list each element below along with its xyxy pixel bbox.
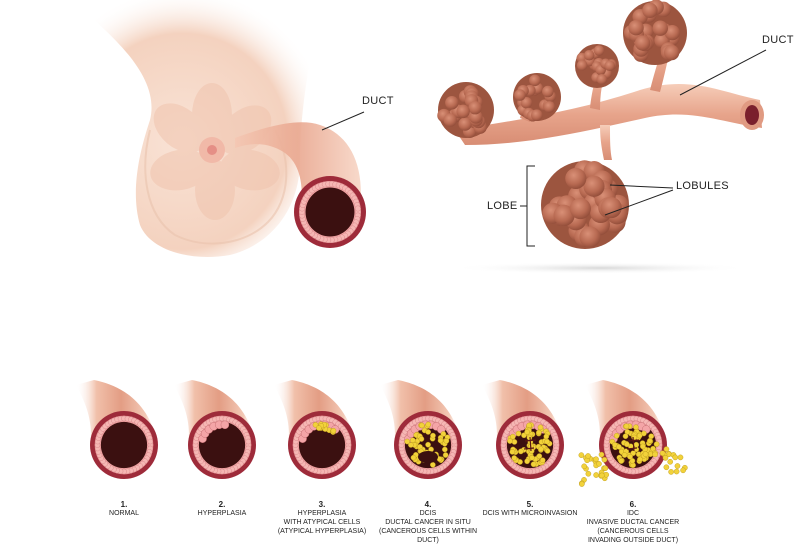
stage-1-caption: 1.NORMAL bbox=[64, 500, 184, 518]
stage-6-illustration bbox=[578, 380, 688, 487]
stage-3-caption: 3.HYPERPLASIA WITH ATYPICAL CELLS (ATYPICA… bbox=[262, 500, 382, 536]
stage-caption-line: (CANCEROUS CELLS bbox=[597, 528, 669, 535]
stage-1-ring bbox=[90, 411, 158, 479]
stage-5-caption: 5.DCIS WITH MICROINVASION bbox=[470, 500, 590, 518]
stage-4-illustration bbox=[380, 380, 462, 479]
stage-2-illustration bbox=[174, 380, 256, 479]
label-lobules: LOBULES bbox=[676, 180, 729, 192]
stage-5-illustration bbox=[482, 380, 564, 479]
leader-duct-left bbox=[321, 111, 365, 131]
label-duct-right: DUCT bbox=[762, 34, 794, 46]
stage-caption-line: HYPERPLASIA bbox=[297, 510, 347, 517]
lobe-shadow bbox=[450, 262, 750, 274]
stage-caption-line: NORMAL bbox=[109, 510, 139, 517]
stage-6-caption: 6.IDC INVASIVE DUCTAL CANCER (CANCEROUS CE… bbox=[573, 500, 693, 545]
stage-progression bbox=[76, 380, 688, 487]
lobe-bracket bbox=[526, 165, 535, 247]
main-duct bbox=[455, 84, 762, 145]
lobule-2 bbox=[513, 73, 561, 122]
stage-1-illustration bbox=[76, 380, 158, 479]
stage-2-ring bbox=[188, 411, 256, 479]
nipple bbox=[207, 145, 217, 155]
stage-3-illustration bbox=[274, 380, 356, 479]
stage-number: 3. bbox=[318, 500, 326, 509]
lobule-1 bbox=[437, 82, 494, 138]
stage-caption-line: INVADING OUTSIDE DUCT) bbox=[587, 537, 679, 544]
label-lobe: LOBE bbox=[487, 200, 518, 212]
stage-3-ring bbox=[288, 411, 356, 479]
lobe-cluster bbox=[541, 160, 629, 249]
stage-number: 1. bbox=[120, 500, 128, 509]
leader-lobules-2 bbox=[604, 189, 674, 216]
lobule-4 bbox=[623, 0, 687, 65]
stage-number: 6. bbox=[629, 500, 637, 509]
stage-caption-line: DCIS bbox=[419, 510, 437, 517]
label-duct-left: DUCT bbox=[362, 95, 394, 107]
stage-caption-line: (ATYPICAL HYPERPLASIA) bbox=[277, 528, 367, 535]
duct-cross-section bbox=[294, 176, 366, 248]
lobule-3 bbox=[575, 44, 619, 88]
stage-caption-line: IDC bbox=[626, 510, 640, 517]
stage-caption-line: WITH ATYPICAL CELLS bbox=[283, 519, 361, 526]
stage-caption-line: DCIS WITH MICROINVASION bbox=[482, 510, 578, 517]
stage-caption-line: (CANCEROUS CELLS WITHIN DUCT) bbox=[378, 528, 477, 544]
stage-caption-line: INVASIVE DUCTAL CANCER bbox=[586, 519, 680, 526]
stage-number: 2. bbox=[218, 500, 226, 509]
leader-lobules-1 bbox=[609, 184, 674, 189]
stage-number: 5. bbox=[526, 500, 534, 509]
stage-4-caption: 4.DCIS DUCTAL CANCER IN SITU (CANCEROUS CE… bbox=[368, 500, 488, 545]
leader-duct-right bbox=[679, 49, 767, 96]
stage-number: 4. bbox=[424, 500, 432, 509]
stage-caption-line: DUCTAL CANCER IN SITU bbox=[385, 519, 471, 526]
duct-ring-top bbox=[294, 176, 366, 248]
stage-2-caption: 2.HYPERPLASIA bbox=[162, 500, 282, 518]
stage-caption-line: HYPERPLASIA bbox=[197, 510, 247, 517]
lobules-group bbox=[437, 0, 687, 249]
